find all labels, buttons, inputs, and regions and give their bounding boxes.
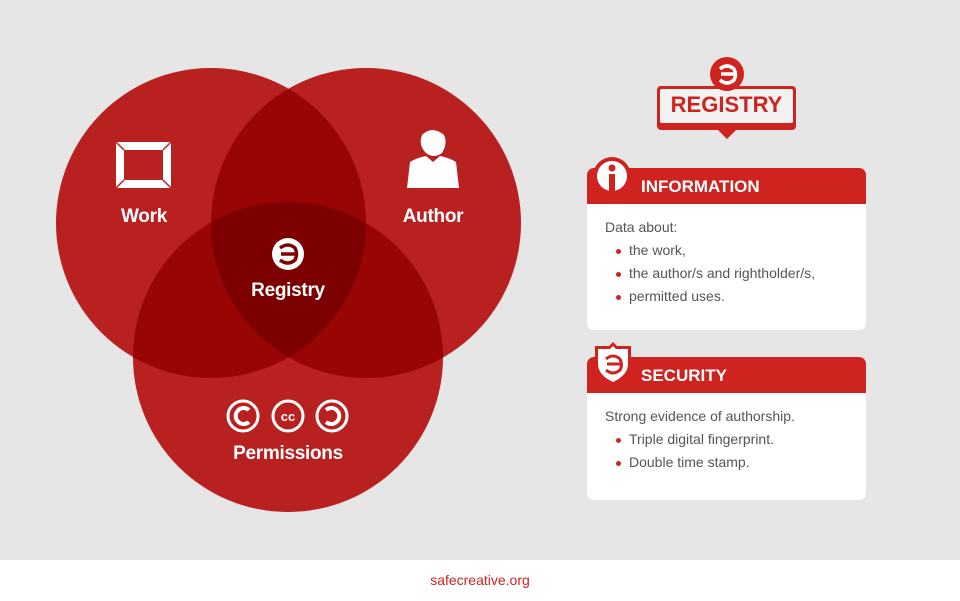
svg-text:cc: cc <box>281 409 295 424</box>
copyright-icon <box>226 399 260 433</box>
information-card: INFORMATION Data about: the work,the aut… <box>587 157 866 330</box>
footer-link[interactable]: safecreative.org <box>430 572 530 588</box>
registry-label: Registry <box>251 280 325 301</box>
venn-diagram: cc <box>56 68 521 512</box>
list-item: permitted uses. <box>615 285 848 308</box>
registry-logo-icon <box>272 238 304 270</box>
list-item: the work, <box>615 239 848 262</box>
footer: safecreative.org <box>0 560 960 601</box>
work-label: Work <box>121 206 167 227</box>
security-intro: Strong evidence of authorship. <box>605 408 795 424</box>
copyleft-icon <box>315 399 349 433</box>
frame-icon <box>115 141 172 189</box>
person-icon <box>407 130 459 188</box>
list-item: Triple digital fingerprint. <box>615 428 848 451</box>
shield-icon <box>595 342 631 386</box>
security-title: SECURITY <box>641 366 727 385</box>
registry-badge-icon <box>657 57 796 139</box>
list-item: the author/s and rightholder/s, <box>615 262 848 285</box>
list-item: Double time stamp. <box>615 451 848 474</box>
info-icon <box>593 157 631 195</box>
creative-commons-icon: cc <box>271 399 305 433</box>
information-title: INFORMATION <box>641 177 760 196</box>
information-intro: Data about: <box>605 219 678 235</box>
permissions-label: Permissions <box>233 443 343 464</box>
registry-badge-label: REGISTRY <box>670 92 783 117</box>
author-label: Author <box>402 206 464 227</box>
security-card: SECURITY Strong evidence of authorship. … <box>587 342 866 500</box>
